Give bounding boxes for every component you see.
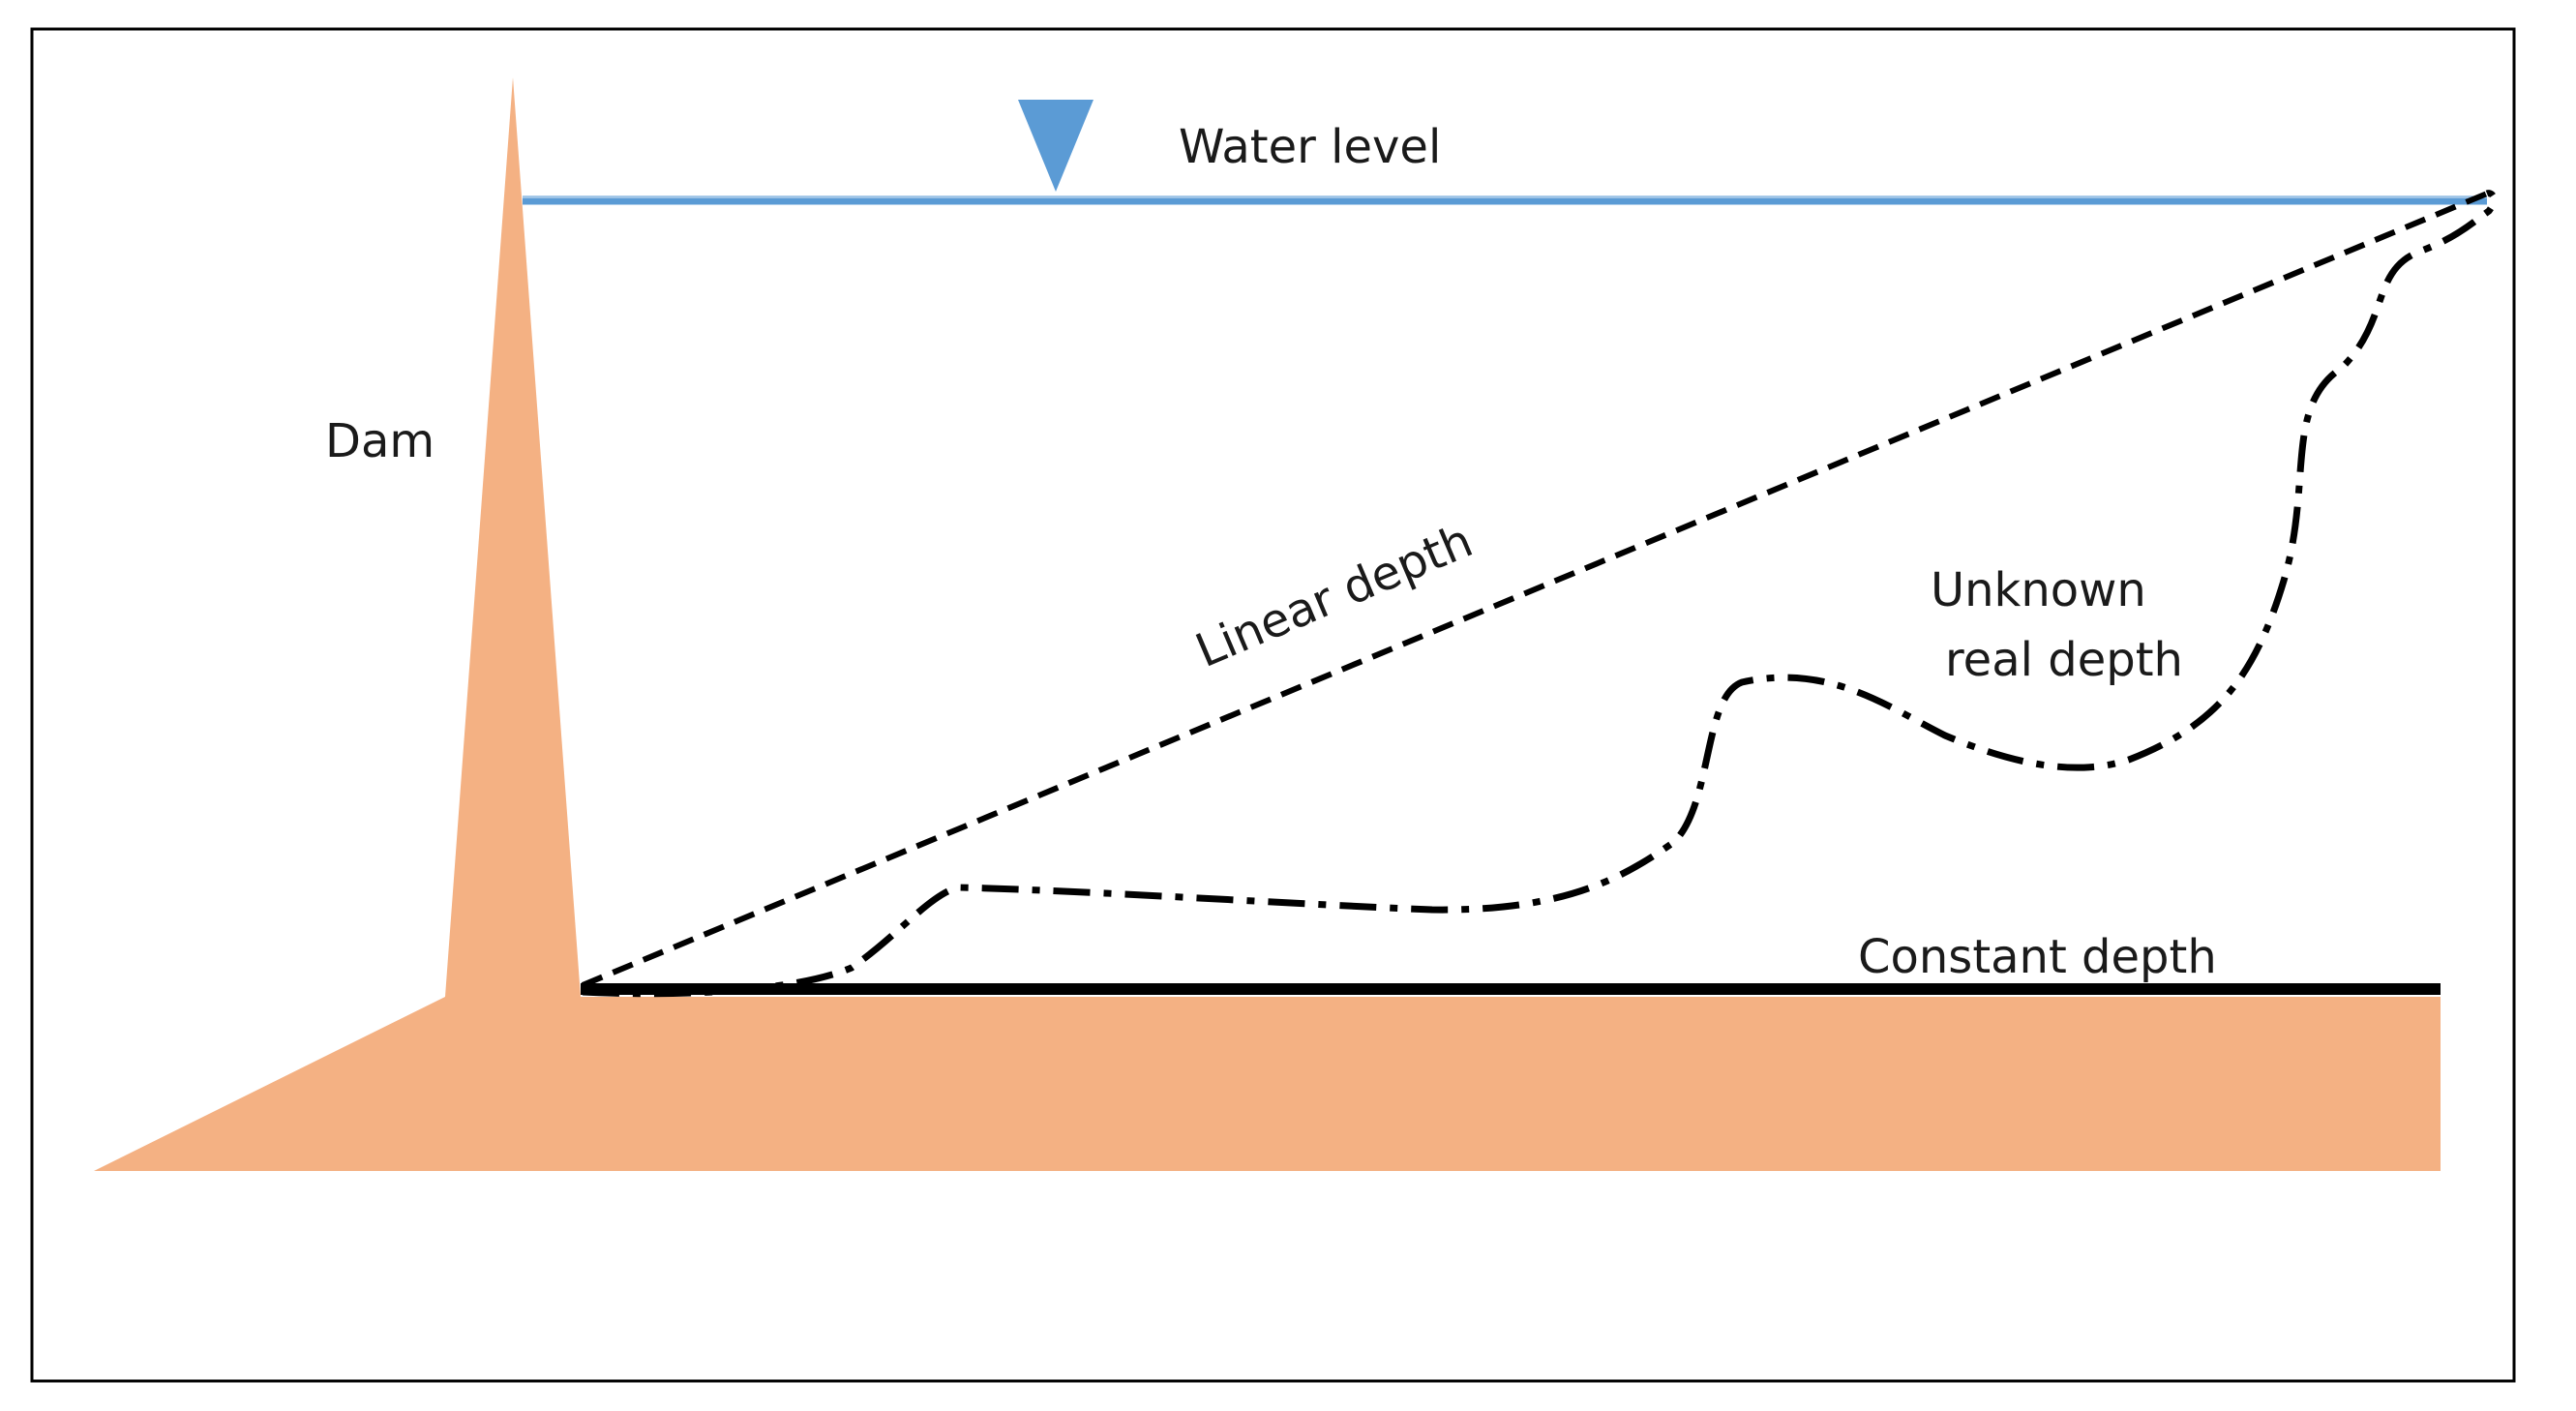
constant-depth-label: Constant depth	[1858, 930, 2217, 984]
dam	[445, 77, 581, 997]
water-level-label: Water level	[1179, 120, 1441, 174]
figure-frame	[30, 27, 2516, 1383]
water-level-marker-icon	[1018, 100, 1093, 192]
unknown-real-depth-curve	[582, 190, 2498, 998]
dam-label: Dam	[325, 414, 434, 468]
linear-depth-line	[581, 191, 2489, 988]
reservoir-bed	[94, 997, 2441, 1171]
unknown-real-depth-label-line1: Unknown	[1931, 563, 2146, 617]
unknown-real-depth-label-line2: real depth	[1945, 633, 2183, 687]
